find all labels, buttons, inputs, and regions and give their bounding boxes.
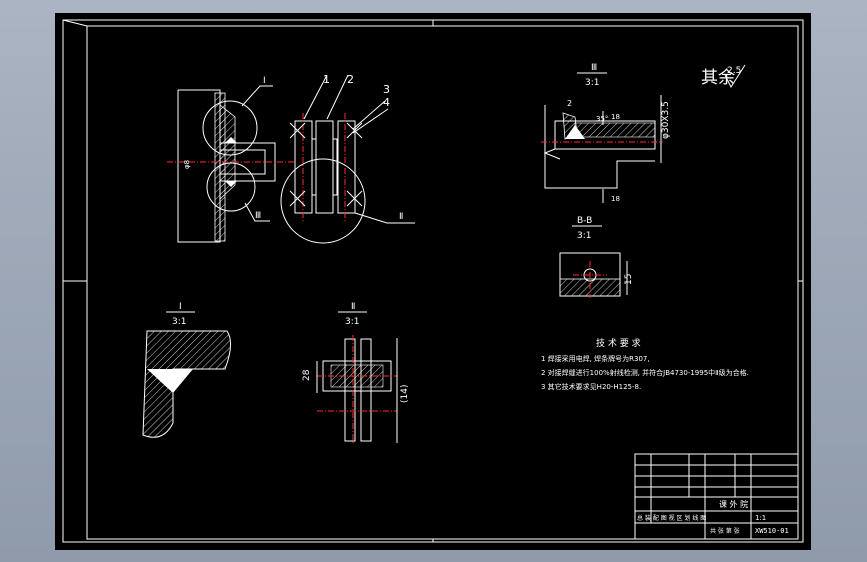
detail-iii-title: Ⅲ [591, 63, 597, 73]
section-bb-view: B-B 3:1 15 [559, 216, 634, 298]
balloon-3: 3 [383, 83, 390, 96]
detail-i-scale: 3:1 [172, 317, 186, 327]
callout-detail-iii: Ⅲ [255, 211, 261, 221]
tech-req-line-2: 2 对接焊缝进行100%射线检测, 并符合JB4730-1995中Ⅱ级为合格. [541, 368, 749, 377]
tech-req-title: 技 术 要 求 [596, 337, 641, 349]
detail-ii-title: Ⅱ [351, 302, 355, 312]
title-block-drawing-no: XW510-01 [755, 527, 789, 535]
detail-iii-view: Ⅲ 3:1 φ30X3.5 2 35° 18 18 [541, 63, 671, 203]
roughness-note: 其余 2.5 [701, 64, 746, 89]
dim-phi30: φ30X3.5 [661, 101, 671, 139]
drawing-canvas: 其余 2.5 1 2 3 [62, 19, 804, 543]
roughness-value: 2.5 [727, 66, 741, 76]
cad-viewport[interactable]: 其余 2.5 1 2 3 [55, 13, 811, 550]
callout-detail-ii: Ⅱ [399, 212, 403, 222]
dim-ref-top: 18 [611, 113, 620, 121]
section-bb-scale: 3:1 [577, 231, 591, 241]
detail-ii-scale: 3:1 [345, 317, 359, 327]
title-block-scale: 1:1 [755, 514, 766, 522]
roughness-check-icon [724, 64, 746, 89]
dim-angle: 35° [596, 115, 608, 123]
detail-iii-scale: 3:1 [585, 78, 599, 88]
balloon-1: 1 [323, 73, 330, 86]
tech-req-line-3: 3 其它技术要求见H20-H125-8. [541, 382, 641, 391]
title-block: 课 外 院 总 装 配 图 视 区 划 线 图 共 张 第 张 1:1 XW51… [634, 453, 799, 540]
technical-requirements: 技 术 要 求 1 焊接采用电焊, 焊条牌号为R307, 2 对接焊缝进行100… [541, 337, 749, 391]
main-view: 1 2 3 4 Ⅰ Ⅲ Ⅱ φ8 [167, 73, 415, 244]
title-block-name-row: 总 装 配 图 视 区 划 线 图 [637, 514, 706, 522]
section-bb-title: B-B [577, 216, 592, 226]
outer-frame [62, 19, 804, 543]
detail-i-title: Ⅰ [179, 302, 182, 312]
balloon-2: 2 [347, 73, 354, 86]
detail-iii-item: 2 [567, 99, 572, 108]
detail-i-view: Ⅰ 3:1 [142, 302, 231, 438]
detail-ii-view: Ⅱ 3:1 28 (14) [302, 302, 410, 445]
balloon-4: 4 [383, 96, 390, 109]
tech-req-line-1: 1 焊接采用电焊, 焊条牌号为R307, [541, 354, 650, 363]
dim-phi8: φ8 [183, 160, 191, 169]
dim-ref-bottom: 18 [611, 195, 620, 203]
title-block-company: 课 外 院 [719, 499, 748, 509]
dim-detail-ii-right: (14) [400, 385, 410, 403]
callout-detail-i: Ⅰ [263, 76, 266, 86]
roughness-label: 其余 [701, 68, 735, 88]
dim-section-width: 15 [624, 274, 634, 285]
inner-frame [86, 25, 799, 540]
dim-detail-ii-left: 28 [302, 369, 312, 381]
title-block-sheet: 共 张 第 张 [710, 527, 740, 535]
